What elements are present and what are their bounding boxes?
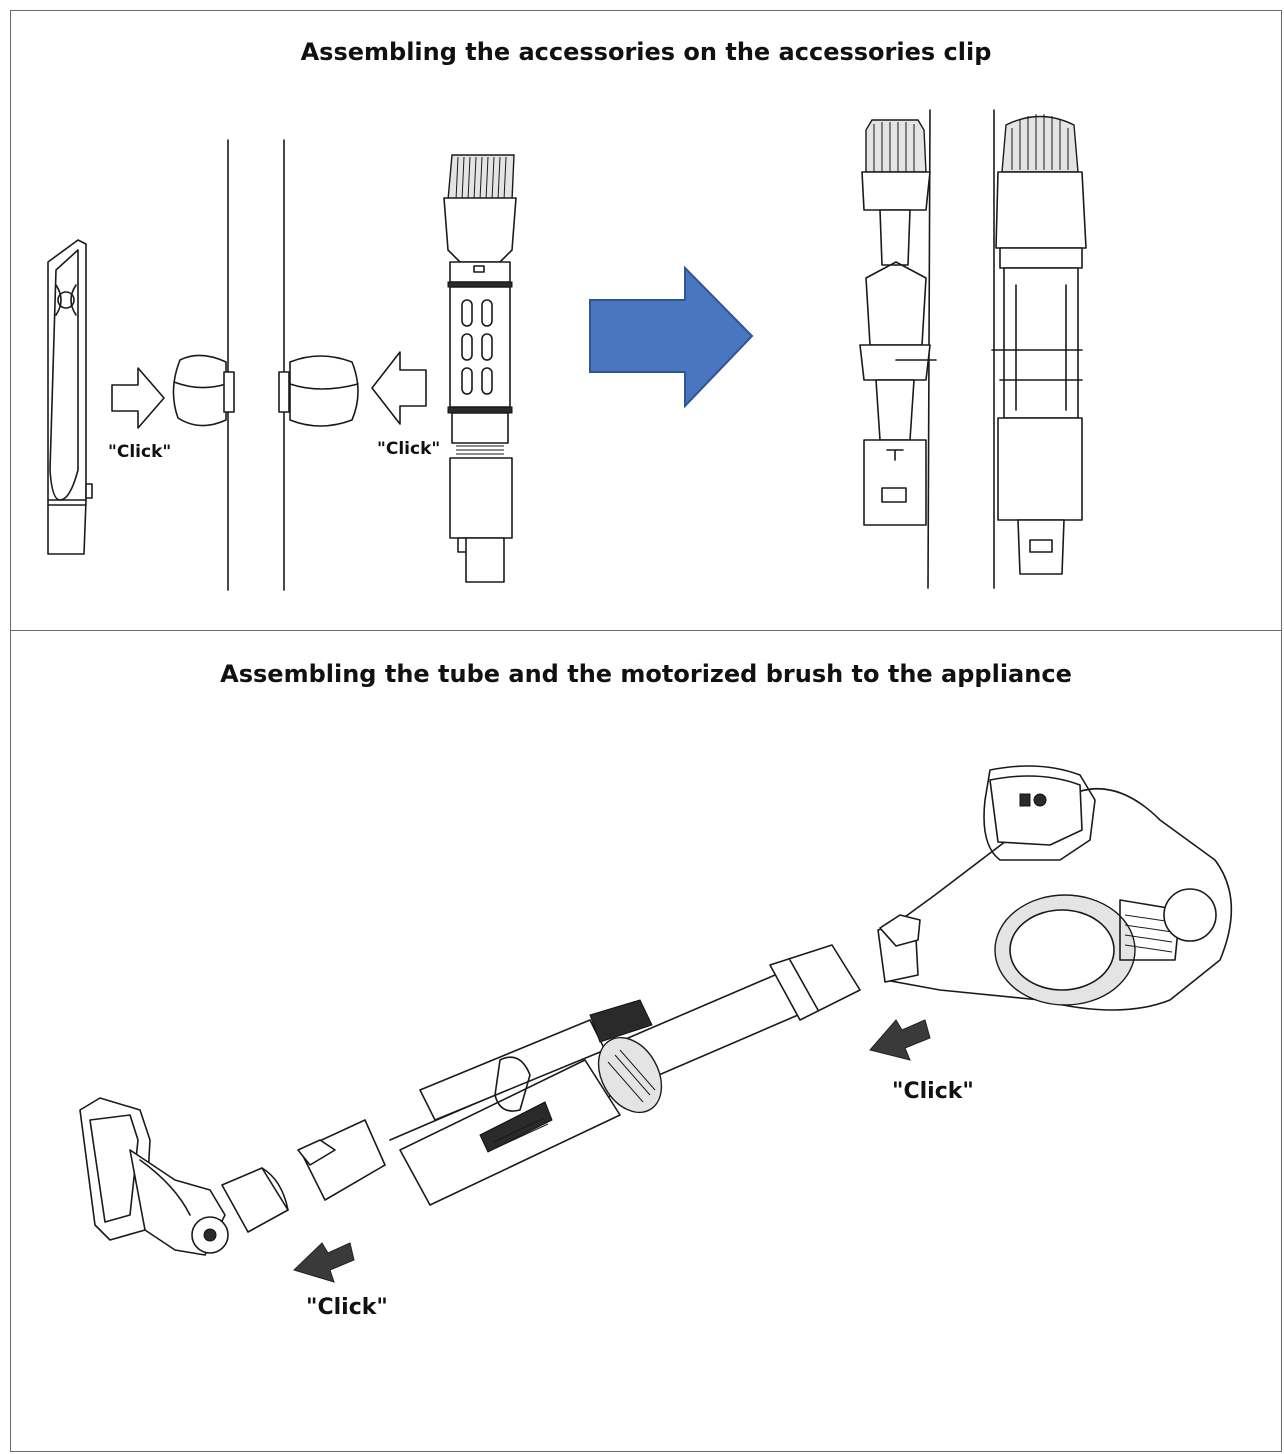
click-arrow-right: [869, 1019, 931, 1061]
crevice-tool-drawing: [47, 239, 93, 555]
crevice-tool-mounted-drawing: [859, 119, 937, 526]
direction-arrow: [589, 265, 754, 409]
panel-2-title: Assembling the tube and the motorized br…: [220, 660, 1072, 688]
brush-tool-mounted-drawing: [991, 114, 1087, 575]
panel-divider: [10, 630, 1282, 631]
click-label-4: "Click": [306, 1295, 388, 1320]
click-label-3: "Click": [892, 1079, 974, 1104]
click-label-2: "Click": [377, 439, 440, 459]
figure-frame: [10, 10, 1282, 1452]
clip-right-drawing: [278, 355, 359, 427]
vacuum-main-unit-drawing: [877, 765, 1233, 1011]
tube-right-drawing: [927, 109, 995, 589]
long-tube-drawing: [297, 944, 861, 1201]
push-arrow-right: [371, 351, 427, 425]
motorized-brush-drawing: [79, 1097, 289, 1256]
click-label-1: "Click": [108, 442, 171, 462]
tube-left-drawing: [227, 139, 285, 591]
clip-left-drawing: [172, 354, 235, 427]
panel-1-title: Assembling the accessories on the access…: [300, 38, 992, 66]
push-arrow-left: [111, 367, 165, 429]
brush-tool-drawing: [443, 154, 517, 583]
mounted-accessories-drawing: [399, 999, 663, 1206]
click-arrow-left: [293, 1242, 355, 1283]
